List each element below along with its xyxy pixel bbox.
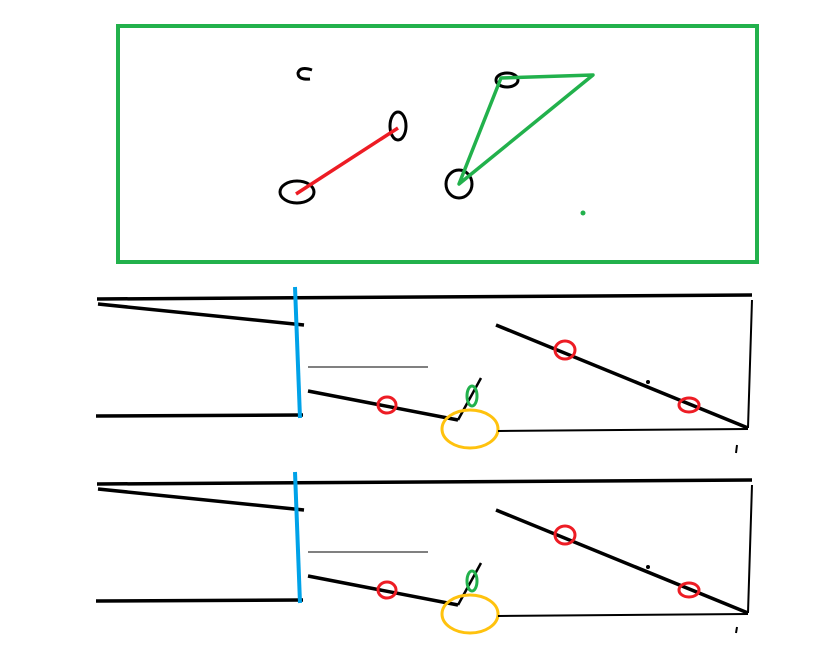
triangle-vertex-top	[494, 71, 520, 89]
small-c-mark	[296, 67, 313, 81]
green-triangle-group	[444, 71, 595, 200]
left-bottom-line	[95, 413, 304, 418]
orange-ellipse	[440, 408, 500, 450]
left-sloped-line	[97, 487, 305, 512]
green-dot	[580, 210, 586, 216]
left-sloped-line	[97, 302, 305, 327]
red-circle	[553, 524, 577, 546]
middle-sloped-line	[307, 389, 459, 422]
small-dot	[646, 565, 650, 569]
top-long-line	[96, 293, 753, 301]
red-circle	[553, 339, 577, 361]
blue-divider	[293, 286, 302, 419]
right-bottom-line	[497, 428, 749, 432]
lower-panel-1	[95, 286, 753, 454]
segment-endpoint-right	[388, 110, 408, 142]
blue-divider	[293, 471, 302, 604]
right-vertical-line	[747, 299, 753, 429]
small-dot	[646, 380, 650, 384]
right-sloped-line	[495, 508, 749, 615]
right-sloped-line	[495, 323, 749, 430]
tick-mark	[735, 444, 738, 454]
middle-sloped-line	[307, 574, 459, 607]
top-long-line	[96, 478, 753, 486]
red-segment	[295, 126, 399, 196]
middle-riser-line	[456, 377, 483, 421]
lower-panel-2	[95, 471, 753, 635]
red-circle	[677, 396, 701, 414]
right-vertical-line	[747, 484, 753, 614]
orange-ellipse	[440, 593, 500, 635]
red-circle	[677, 581, 701, 599]
green-frame	[116, 24, 759, 264]
tick-mark	[735, 626, 738, 634]
segment-endpoint-left	[278, 179, 316, 205]
triangle-vertex-bottom	[444, 168, 474, 200]
green-ellipse	[465, 569, 479, 593]
left-bottom-line	[95, 598, 304, 603]
middle-riser-line	[456, 562, 483, 606]
red-segment-group	[278, 110, 408, 205]
red-circle	[376, 580, 398, 600]
red-circle	[376, 395, 398, 415]
green-triangle	[457, 73, 595, 186]
top-panel	[116, 24, 759, 264]
right-bottom-line	[497, 613, 749, 617]
green-ellipse	[465, 384, 479, 408]
